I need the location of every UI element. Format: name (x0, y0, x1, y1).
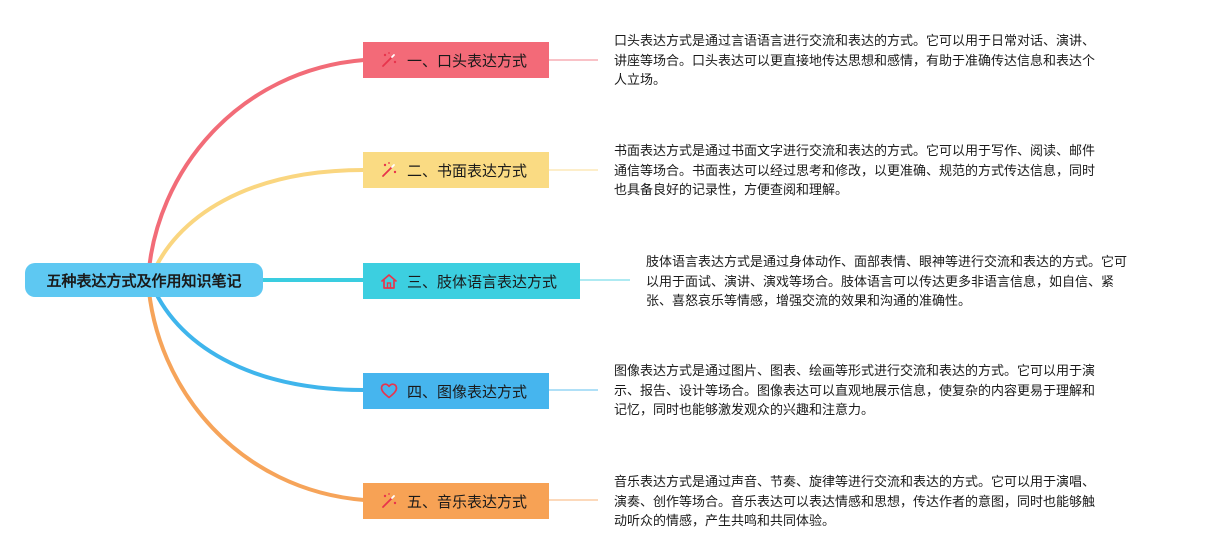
magic-wand-icon (379, 50, 399, 70)
description-body-language: 肢体语言表达方式是通过身体动作、面部表情、眼神等进行交流和表达的方式。它可以用于… (646, 255, 1128, 309)
branch-node-body-language[interactable]: 三、肢体语言表达方式 (363, 263, 580, 299)
connector-branch-4 (148, 278, 366, 392)
description-oral: 口头表达方式是通过言语语言进行交流和表达的方式。它可以用于日常对话、演讲、讲座等… (614, 34, 1096, 88)
magic-wand-icon (379, 491, 399, 511)
root-title: 五种表达方式及作用知识笔记 (46, 271, 242, 290)
home-icon (379, 271, 399, 291)
description-image: 图像表达方式是通过图片、图表、绘画等形式进行交流和表达的方式。它可以用于演示、报… (614, 364, 1096, 418)
description-written: 书面表达方式是通过书面文字进行交流和表达的方式。它可以用于写作、阅读、邮件通信等… (614, 144, 1096, 198)
branch-node-image[interactable]: 四、图像表达方式 (363, 373, 549, 409)
root-node[interactable]: 五种表达方式及作用知识笔记 (25, 263, 263, 297)
heart-icon (379, 381, 399, 401)
branch-label: 一、口头表达方式 (407, 51, 528, 70)
connector-branch-5 (146, 278, 366, 502)
description-music: 音乐表达方式是通过声音、节奏、旋律等进行交流和表达的方式。它可以用于演唱、演奏、… (614, 475, 1096, 529)
branch-node-music[interactable]: 五、音乐表达方式 (363, 483, 549, 519)
branch-label: 五、音乐表达方式 (407, 492, 528, 511)
magic-wand-icon (379, 160, 399, 180)
branch-label: 四、图像表达方式 (407, 382, 528, 401)
branch-node-oral[interactable]: 一、口头表达方式 (363, 42, 549, 78)
branch-label: 三、肢体语言表达方式 (407, 272, 558, 291)
branch-node-written[interactable]: 二、书面表达方式 (363, 152, 549, 188)
connector-branch-2 (148, 168, 366, 282)
connector-branch-1 (146, 58, 366, 282)
branch-label: 二、书面表达方式 (407, 161, 528, 180)
